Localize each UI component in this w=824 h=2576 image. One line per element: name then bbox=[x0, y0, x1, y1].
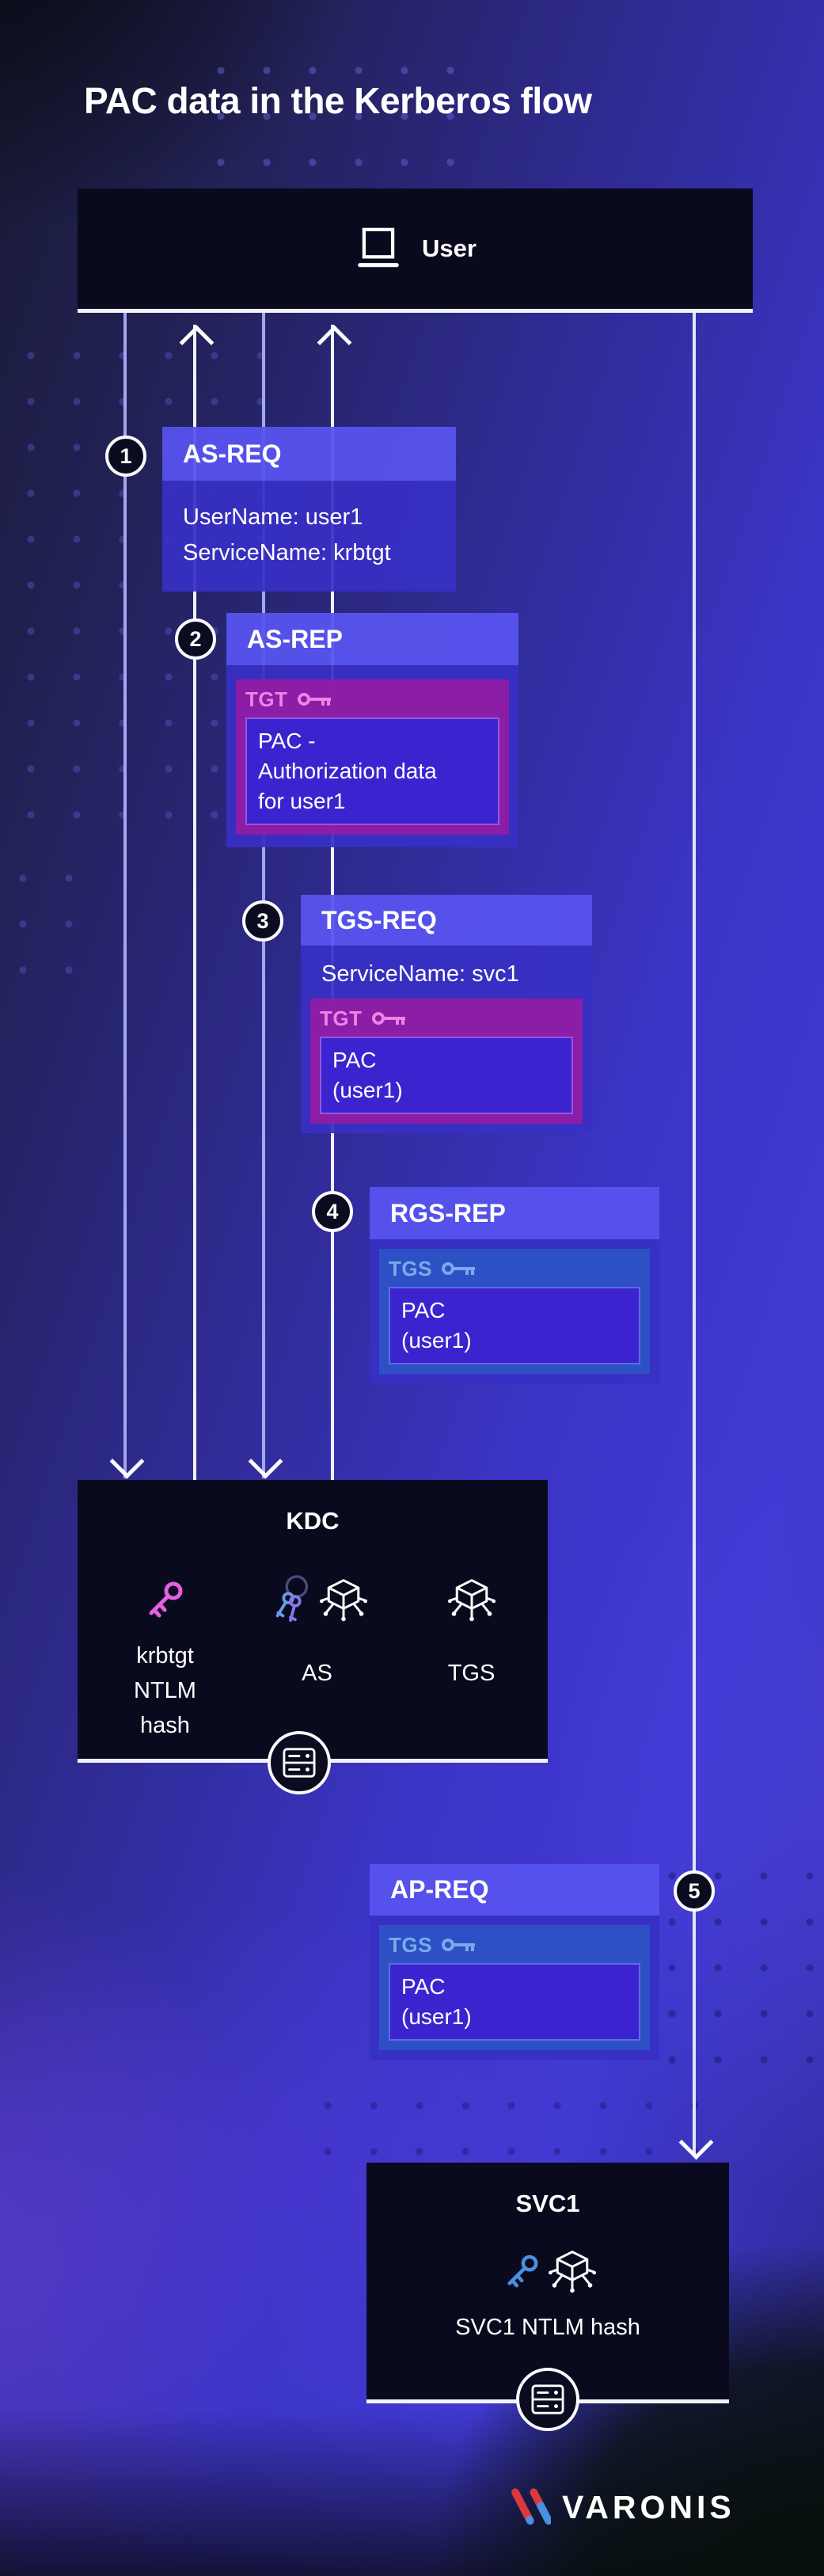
arrowhead-up-icon bbox=[317, 325, 352, 360]
user-box: User bbox=[78, 188, 753, 313]
kdc-box: KDC krbtgt NTLM hash bbox=[78, 1480, 548, 1763]
as-req-line: UserName: user1 bbox=[183, 504, 363, 530]
tgs-label: TGS bbox=[389, 1256, 432, 1280]
as-req-line: ServiceName: krbtgt bbox=[183, 540, 391, 565]
pac-box: PAC (user1) bbox=[320, 1037, 573, 1114]
pac-line: (user1) bbox=[332, 1078, 403, 1102]
varonis-logo: VARONIS bbox=[503, 2483, 735, 2531]
flow-line-tgs-req bbox=[262, 313, 265, 1478]
kdc-item-as: AS bbox=[244, 1562, 390, 1691]
tgs-req-box: TGS-REQ ServiceName: svc1 TGT bbox=[301, 895, 592, 1133]
page-title: PAC data in the Kerberos flow bbox=[84, 80, 592, 121]
svc1-label: SVC1 bbox=[515, 2190, 580, 2217]
as-rep-box: AS-REP TGT PAC - Author bbox=[226, 613, 518, 847]
cube-icon bbox=[319, 1576, 367, 1625]
pac-box: PAC (user1) bbox=[389, 1963, 640, 2041]
key-icon bbox=[140, 1575, 191, 1626]
arrowhead-up-icon bbox=[179, 325, 215, 360]
kdc-label: KDC bbox=[286, 1507, 340, 1535]
pac-line: PAC bbox=[401, 1298, 446, 1322]
pac-line: Authorization data bbox=[258, 759, 437, 783]
pac-line: PAC - bbox=[258, 729, 316, 753]
arrowhead-down-icon bbox=[678, 2125, 714, 2160]
arrowhead-down-icon bbox=[109, 1444, 145, 1479]
pac-line: PAC bbox=[332, 1048, 377, 1072]
key-icon bbox=[371, 1010, 408, 1027]
step-circle-4: 4 bbox=[312, 1191, 353, 1232]
flow-line-ap-req bbox=[693, 313, 696, 2154]
dots-pattern bbox=[0, 855, 95, 974]
key-icon bbox=[441, 1260, 478, 1277]
as-rep-header: AS-REP bbox=[226, 613, 518, 665]
kdc-item-krbtgt: krbtgt NTLM hash bbox=[100, 1562, 230, 1743]
pac-line: PAC bbox=[401, 1974, 446, 1999]
step-circle-5: 5 bbox=[674, 1870, 715, 1912]
kdc-item-tgs: TGS bbox=[410, 1562, 533, 1691]
kdc-item-label: TGS bbox=[447, 1661, 496, 1686]
key-icon bbox=[499, 2249, 545, 2295]
tgt-ticket: TGT PAC (user1) bbox=[310, 999, 583, 1124]
arrowhead-down-icon bbox=[248, 1444, 283, 1479]
tgt-label: TGT bbox=[245, 687, 288, 711]
varonis-slashes-icon bbox=[503, 2483, 551, 2531]
pac-line: (user1) bbox=[401, 2004, 472, 2029]
laptop-icon bbox=[354, 226, 403, 271]
tgs-req-header: TGS-REQ bbox=[301, 895, 592, 946]
kdc-server-badge bbox=[268, 1731, 331, 1794]
tgt-ticket: TGT PAC - Authorization data for user1 bbox=[236, 679, 509, 835]
step-number: 5 bbox=[688, 1878, 701, 1903]
user-label: User bbox=[422, 234, 477, 262]
tgs-req-line: ServiceName: svc1 bbox=[321, 961, 519, 987]
step-number: 1 bbox=[120, 443, 132, 468]
pac-line: (user1) bbox=[401, 1328, 472, 1353]
step-circle-2: 2 bbox=[175, 618, 216, 660]
pac-box: PAC - Authorization data for user1 bbox=[245, 717, 499, 825]
step-number: 2 bbox=[189, 626, 202, 651]
tgs-ticket: TGS PAC (user1) bbox=[379, 1925, 650, 2050]
ap-req-header: AP-REQ bbox=[370, 1864, 659, 1916]
flow-line-as-req bbox=[123, 313, 127, 1478]
kdc-item-label: krbtgt NTLM hash bbox=[134, 1643, 196, 1738]
as-req-header: AS-REQ bbox=[162, 427, 456, 481]
dots-pattern bbox=[305, 2083, 720, 2156]
tgs-label: TGS bbox=[389, 1932, 432, 1957]
rgs-rep-header: RGS-REP bbox=[370, 1187, 659, 1239]
ap-req-box: AP-REQ TGS PAC (user1) bbox=[370, 1864, 659, 2060]
tgs-ticket: TGS PAC (user1) bbox=[379, 1249, 650, 1374]
as-req-box: AS-REQ UserName: user1 ServiceName: krbt… bbox=[162, 427, 456, 592]
varonis-wordmark: VARONIS bbox=[562, 2488, 735, 2525]
cube-icon bbox=[549, 2247, 596, 2296]
rgs-rep-box: RGS-REP TGS PAC (user1) bbox=[370, 1187, 659, 1383]
cube-icon bbox=[447, 1576, 496, 1625]
step-number: 3 bbox=[256, 908, 269, 933]
key-icon bbox=[297, 691, 334, 708]
svc1-sublabel: SVC1 NTLM hash bbox=[455, 2315, 640, 2340]
server-icon bbox=[530, 2383, 566, 2416]
kdc-item-label: AS bbox=[302, 1661, 332, 1686]
flow-line-as-rep bbox=[193, 325, 196, 1480]
tgt-label: TGT bbox=[320, 1006, 363, 1030]
pac-box: PAC (user1) bbox=[389, 1287, 640, 1364]
step-circle-1: 1 bbox=[105, 436, 146, 477]
key-icon bbox=[441, 1936, 478, 1954]
svc1-server-badge bbox=[516, 2368, 579, 2431]
pac-line: for user1 bbox=[258, 789, 346, 813]
step-number: 4 bbox=[326, 1199, 339, 1223]
server-icon bbox=[281, 1746, 317, 1779]
keys-icon bbox=[268, 1574, 317, 1627]
step-circle-3: 3 bbox=[242, 900, 283, 942]
